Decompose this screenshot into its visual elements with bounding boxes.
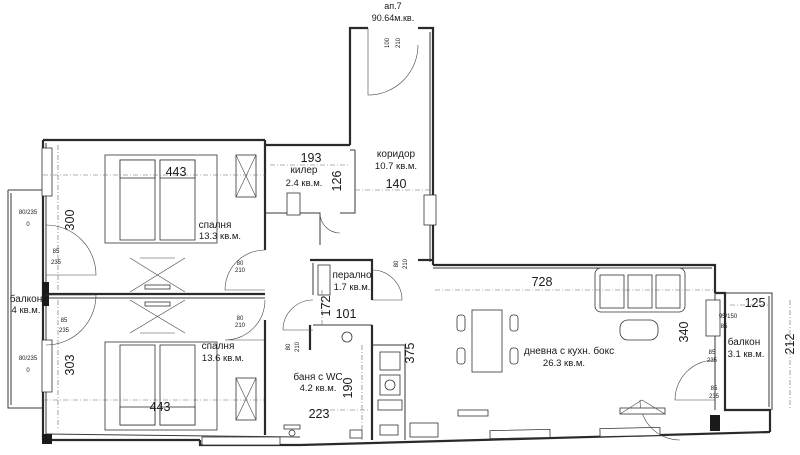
room-area-living: 26.3 кв.м.: [543, 358, 585, 369]
window-living-bot: 85: [721, 324, 728, 330]
tv-unit: [457, 399, 666, 417]
dim-living-depth: 340: [677, 322, 691, 343]
door-bed2-h: 210: [235, 323, 246, 329]
door-bath-h: 210: [295, 341, 301, 352]
dim-bath-width: 223: [309, 407, 330, 421]
dining-table: [456, 309, 519, 373]
room-area-corridor: 10.7 кв.м.: [375, 161, 417, 172]
dim-balcony-right-width: 125: [745, 296, 766, 310]
door-balcony-1-bot: 235: [51, 260, 62, 266]
door-living-1-top: 85: [709, 350, 716, 356]
dim-bed2-width: 443: [150, 400, 171, 414]
dim-kitchen-depth: 375: [403, 343, 417, 364]
room-name-storage: килер: [291, 165, 318, 176]
door-balcony-2-bot: 235: [59, 328, 70, 334]
room-area-laundry: 1.7 кв.м.: [334, 282, 371, 293]
room-area-bathroom: 4.2 кв.м.: [300, 383, 337, 394]
dim-laundry-width: 101: [336, 307, 357, 321]
door-living-2-bot: 235: [709, 394, 720, 400]
apartment-number: ап.7: [384, 1, 401, 11]
exterior-walls: [41, 26, 772, 447]
door-living-1-bot: 235: [707, 358, 718, 364]
door-bed2-w: 80: [237, 316, 244, 322]
dim-corridor-width: 140: [386, 177, 407, 191]
left-balcony: [7, 189, 49, 409]
room-name-living: дневна с кухн. бокс: [524, 345, 614, 357]
room-area-balcony-left: 4 кв.м.: [12, 305, 41, 316]
door-entry-h: 210: [396, 37, 402, 48]
bed-2: [104, 341, 218, 431]
dim-storage-width: 193: [301, 151, 322, 165]
dim-living-width: 728: [532, 275, 553, 289]
window-living-top: 95/150: [719, 314, 738, 320]
bed-1: [104, 154, 218, 244]
bath-fixtures: [283, 264, 439, 439]
room-name-bedroom-1: спалня: [199, 220, 232, 231]
ceiling-lights: [129, 257, 186, 334]
room-area-bedroom-1: 13.3 кв.м.: [199, 231, 241, 242]
window-balcony-2-top: 80/235: [19, 356, 38, 362]
door-swings: [45, 28, 716, 441]
door-bed1-w: 80: [237, 261, 244, 267]
dim-bed1-width: 443: [166, 165, 187, 179]
windows: [41, 147, 721, 446]
room-area-balcony-right: 3.1 кв.м.: [728, 349, 765, 360]
room-name-bathroom: баня с WC: [293, 371, 342, 383]
apartment-label: ап.7 90.64м.кв.: [372, 1, 414, 23]
wardrobes: [235, 154, 301, 421]
dim-bed1-depth: 300: [63, 210, 77, 231]
right-balcony: [725, 292, 773, 410]
door-laundry-h: 210: [403, 258, 409, 269]
interior-walls: [46, 145, 716, 440]
window-balcony-1-bot: 0: [26, 222, 30, 228]
window-balcony-2-bot: 0: [26, 368, 30, 374]
room-area-storage: 2.4 кв.м.: [286, 178, 323, 189]
room-name-corridor: коридор: [377, 149, 416, 160]
room-name-balcony-left: балкон: [10, 293, 42, 305]
dim-bed2-depth: 303: [63, 355, 77, 376]
dim-balcony-right-depth: 212: [783, 334, 797, 355]
door-bed1-h: 210: [235, 268, 246, 274]
room-name-laundry: перално: [332, 270, 371, 281]
door-living-2-top: 85: [711, 386, 718, 392]
sofa: [594, 267, 686, 341]
dim-bath-depth: 172: [319, 296, 333, 317]
door-balcony-2-top: 85: [61, 318, 68, 324]
dim-bath-height: 190: [341, 378, 355, 399]
room-area-bedroom-2: 13.6 кв.м.: [202, 353, 244, 364]
apartment-area: 90.64м.кв.: [372, 13, 414, 23]
window-balcony-1-top: 80/235: [19, 210, 38, 216]
dim-storage-depth: 126: [330, 171, 344, 192]
room-name-balcony-right: балкон: [728, 336, 760, 348]
dimension-lines: [43, 145, 791, 440]
door-laundry-w: 80: [394, 260, 400, 267]
room-name-bedroom-2: спалня: [202, 341, 235, 352]
door-bath-w: 80: [286, 343, 292, 350]
door-balcony-1-top: 85: [53, 249, 60, 255]
door-entry-w: 100: [385, 37, 391, 48]
